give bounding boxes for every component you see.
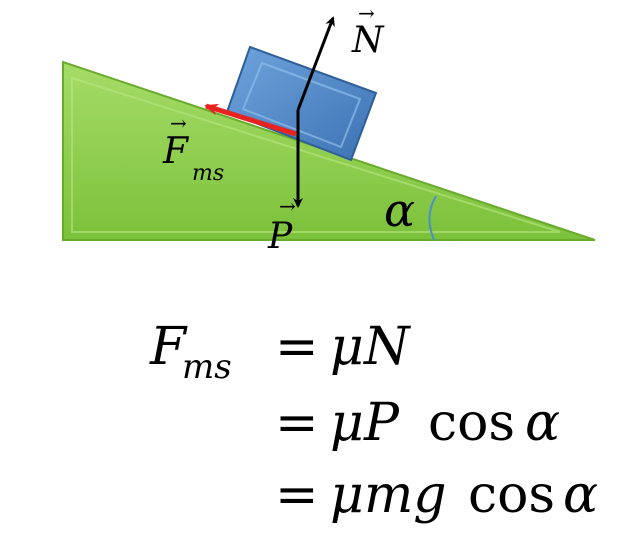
svg-text:N: N	[351, 20, 385, 61]
equation-line-2: = μ P cos α	[275, 393, 560, 453]
svg-text:P: P	[363, 393, 400, 453]
svg-text:F: F	[149, 317, 188, 377]
svg-text:ms: ms	[182, 347, 232, 387]
vector-mark: →	[279, 194, 296, 218]
svg-text:cos: cos	[468, 465, 555, 525]
angle-label: α	[384, 183, 415, 237]
svg-text:α: α	[525, 393, 560, 453]
friction-arrow	[204, 103, 297, 137]
svg-text:cos: cos	[428, 393, 515, 453]
svg-text:=: =	[275, 465, 319, 525]
svg-text:μ: μ	[330, 393, 364, 453]
vector-mark: →	[170, 111, 187, 135]
vector-mark: →	[358, 1, 375, 25]
weight-label: → P	[267, 194, 296, 257]
normal-force-arrow	[296, 16, 335, 111]
svg-text:=: =	[275, 393, 319, 453]
equations: F ms = μ N = μ P cos α = μ mg cos α	[149, 317, 598, 525]
equation-line-1: = μ N	[275, 317, 411, 377]
normal-force-label: → N	[351, 1, 385, 61]
svg-text:F: F	[162, 131, 190, 172]
angle-arc	[428, 195, 437, 241]
svg-text:mg: mg	[364, 465, 447, 525]
svg-text:μ: μ	[330, 317, 364, 377]
svg-text:α: α	[563, 465, 598, 525]
svg-text:ms: ms	[192, 161, 224, 186]
friction-label: → F ms	[162, 111, 224, 186]
svg-text:μ: μ	[330, 465, 364, 525]
svg-text:N: N	[362, 317, 411, 377]
svg-text:=: =	[275, 317, 319, 377]
svg-text:P: P	[267, 216, 293, 257]
equation-line-3: = μ mg cos α	[275, 465, 598, 525]
equation-lhs: F ms	[149, 317, 232, 387]
